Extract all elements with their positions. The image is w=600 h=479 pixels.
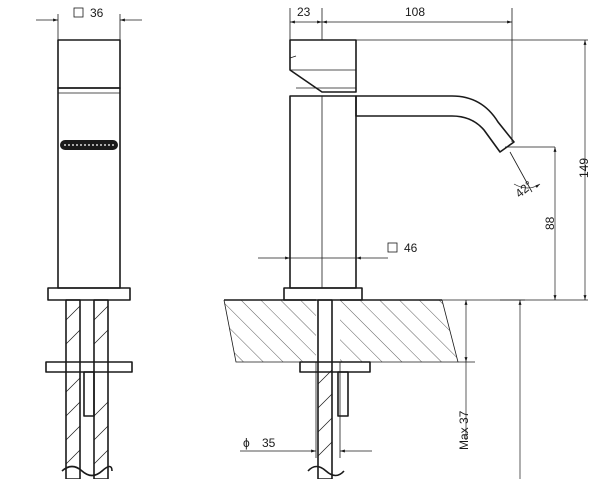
front-supply-hoses — [65, 299, 109, 479]
spout-angle-label: 42° — [512, 178, 535, 201]
diameter-symbol-icon: ϕ — [243, 436, 250, 450]
front-body — [57, 87, 121, 289]
max-thickness-label: Max 37 — [457, 410, 471, 450]
front-washer-plate — [45, 361, 133, 373]
total-height-label: 149 — [577, 158, 591, 178]
countertop-section — [223, 299, 459, 363]
side-base-flange — [283, 287, 363, 301]
spout-reach-label: 108 — [405, 5, 425, 19]
spout-height-label: 88 — [543, 216, 557, 230]
side-supply-hoses — [317, 299, 333, 479]
hole-diameter-label: 35 — [262, 436, 276, 450]
front-threaded-rod — [83, 371, 95, 417]
side-body — [289, 95, 357, 289]
side-threaded-rod — [337, 371, 349, 417]
front-view: 36 — [36, 6, 142, 479]
side-washer-plate — [299, 361, 371, 373]
square-symbol-icon — [387, 242, 398, 253]
side-spout — [355, 95, 515, 153]
handle-offset-label: 23 — [297, 5, 311, 19]
front-base-flange — [47, 287, 131, 301]
square-symbol-icon — [73, 7, 84, 18]
body-section-label: 46 — [404, 241, 418, 255]
side-handle — [289, 39, 357, 93]
front-width-label: 36 — [90, 6, 104, 20]
front-handle — [57, 39, 121, 89]
side-view: 23 108 42° 149 88 46 — [223, 5, 591, 479]
